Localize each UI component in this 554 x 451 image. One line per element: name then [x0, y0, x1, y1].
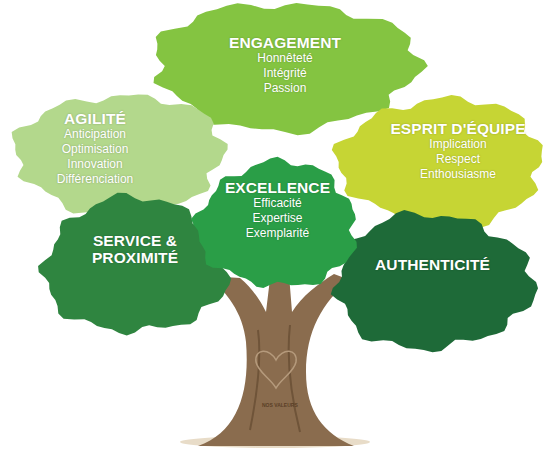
foliage-outline [332, 95, 543, 228]
value-item: Optimisation [62, 142, 129, 157]
foliage-shape [330, 212, 535, 352]
value-heading: AUTHENTICITÉ [375, 256, 490, 273]
value-item: Différenciation [57, 172, 134, 187]
value-item: Expertise [252, 211, 302, 226]
bark-line [250, 325, 300, 432]
foliage-cluster: AUTHENTICITÉ [330, 212, 535, 352]
value-item: Innovation [67, 157, 122, 172]
text-area: AUTHENTICITÉ [330, 212, 535, 352]
value-heading: ENGAGEMENT [229, 34, 341, 51]
value-item: Respect [436, 152, 480, 167]
value-item: Passion [264, 81, 307, 96]
value-item: Efficacité [253, 196, 301, 211]
text-area: EXCELLENCEEfficacitéExpertiseExemplarité [195, 160, 360, 290]
heart-carving [256, 351, 296, 388]
text-area: ESPRIT D'ÉQUIPEImplicationRespectEnthous… [336, 96, 548, 228]
value-item: Anticipation [64, 127, 126, 142]
value-item: Honnêteté [257, 51, 312, 66]
foliage-cluster: ESPRIT D'ÉQUIPEImplicationRespectEnthous… [336, 96, 548, 228]
value-heading: EXCELLENCE [225, 179, 330, 196]
value-item: Intégrité [263, 66, 306, 81]
foliage-outline [38, 193, 231, 336]
value-heading: SERVICE & PROXIMITÉ [75, 232, 195, 266]
trunk-label: NOS VALEURS [262, 402, 298, 408]
value-item: Implication [429, 137, 486, 152]
value-item: Exemplarité [246, 226, 309, 241]
value-item: Enthousiasme [420, 167, 496, 182]
value-heading: ESPRIT D'ÉQUIPE [390, 120, 525, 137]
value-heading: AGILITÉ [64, 110, 126, 127]
foliage-cluster: EXCELLENCEEfficacitéExpertiseExemplarité [195, 160, 360, 290]
foliage-outline [331, 210, 538, 352]
